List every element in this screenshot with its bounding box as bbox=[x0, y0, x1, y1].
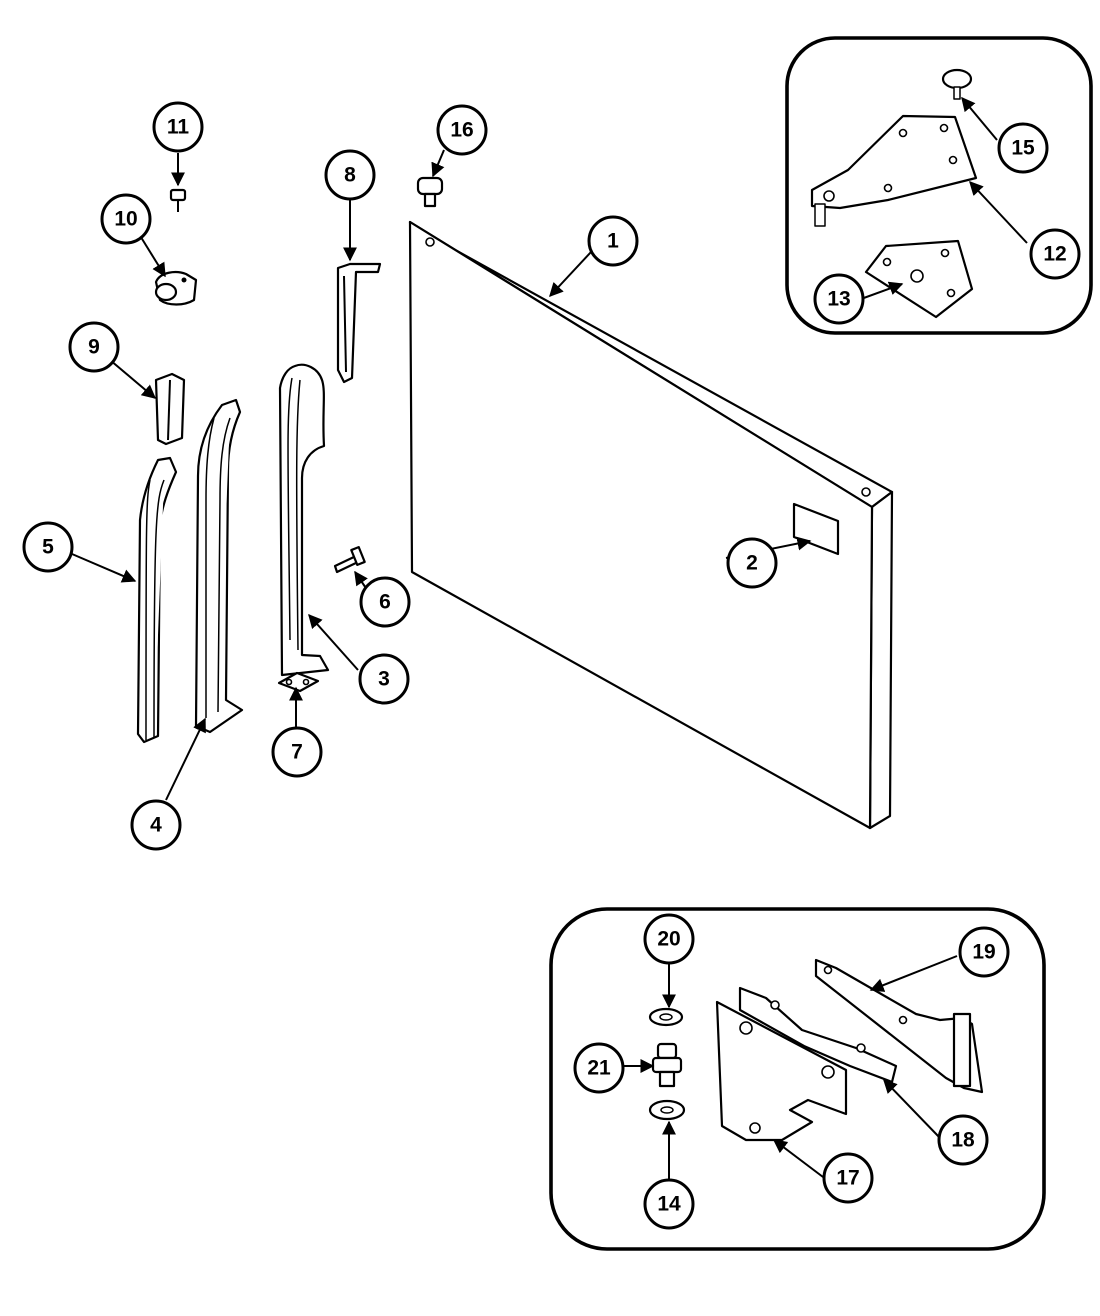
inset-top-right bbox=[785, 36, 1093, 335]
retainer-cap-9 bbox=[154, 372, 186, 446]
retainer-5 bbox=[136, 456, 178, 744]
callout-20: 20 bbox=[643, 913, 695, 965]
inset-bottom-right bbox=[549, 907, 1046, 1251]
callout-13-label: 13 bbox=[827, 288, 850, 311]
plate-19 bbox=[814, 958, 984, 1094]
callout-21-label: 21 bbox=[587, 1057, 611, 1080]
callout-1-label: 1 bbox=[607, 230, 619, 253]
hinge-12 bbox=[810, 114, 978, 227]
plug-15 bbox=[941, 68, 973, 100]
callout-9: 9 bbox=[68, 321, 120, 373]
callout-1: 1 bbox=[587, 215, 639, 267]
callout-20-label: 20 bbox=[657, 928, 680, 951]
callout-8-label: 8 bbox=[344, 164, 356, 187]
callout-17-label: 17 bbox=[836, 1167, 859, 1190]
door-panel bbox=[408, 220, 894, 830]
screw-6 bbox=[333, 545, 366, 574]
callout-4-label: 4 bbox=[150, 814, 162, 837]
callout-7-label: 7 bbox=[291, 741, 303, 764]
retainer-4 bbox=[194, 398, 244, 734]
hinge-bracket-8 bbox=[336, 262, 382, 384]
callout-5-label: 5 bbox=[42, 536, 54, 559]
plug-16 bbox=[416, 176, 444, 208]
callout-12-label: 12 bbox=[1043, 243, 1066, 266]
door-label bbox=[792, 502, 840, 556]
callout-3: 3 bbox=[358, 653, 410, 705]
callout-8: 8 bbox=[324, 149, 376, 201]
callout-19: 19 bbox=[958, 926, 1010, 978]
callout-2: 2 bbox=[726, 537, 778, 589]
callout-12: 12 bbox=[1029, 228, 1081, 280]
shim-18 bbox=[738, 986, 898, 1084]
callout-9-label: 9 bbox=[88, 336, 100, 359]
screw-11 bbox=[169, 188, 187, 212]
leader-lines bbox=[71, 96, 1028, 1180]
hinge-17 bbox=[715, 1000, 848, 1142]
callout-14: 14 bbox=[643, 1178, 695, 1230]
callout-7: 7 bbox=[271, 726, 323, 778]
callout-6-label: 6 bbox=[379, 591, 391, 614]
retainer-3 bbox=[278, 363, 330, 677]
callout-10-label: 10 bbox=[114, 208, 137, 231]
callout-16: 16 bbox=[436, 104, 488, 156]
callout-13: 13 bbox=[813, 273, 865, 325]
callout-11: 11 bbox=[152, 101, 204, 153]
callout-11-label: 11 bbox=[167, 116, 190, 139]
callout-16-label: 16 bbox=[450, 119, 473, 142]
callout-10: 10 bbox=[100, 193, 152, 245]
callout-3-label: 3 bbox=[378, 668, 390, 691]
washer-14 bbox=[648, 1099, 686, 1121]
callout-17: 17 bbox=[822, 1152, 874, 1204]
callout-19-label: 19 bbox=[972, 941, 995, 964]
callout-14-label: 14 bbox=[657, 1193, 681, 1216]
callout-2-label: 2 bbox=[746, 552, 758, 575]
shim-13 bbox=[864, 239, 974, 319]
callout-15: 15 bbox=[997, 122, 1049, 174]
callout-15-label: 15 bbox=[1011, 137, 1035, 160]
door-stop-10 bbox=[154, 271, 198, 306]
washer-20 bbox=[648, 1007, 684, 1027]
callout-18-label: 18 bbox=[951, 1129, 975, 1152]
callout-6: 6 bbox=[359, 576, 411, 628]
callout-18: 18 bbox=[937, 1114, 989, 1166]
callout-5: 5 bbox=[22, 521, 74, 573]
callout-21: 21 bbox=[573, 1042, 625, 1094]
callout-4: 4 bbox=[130, 799, 182, 851]
